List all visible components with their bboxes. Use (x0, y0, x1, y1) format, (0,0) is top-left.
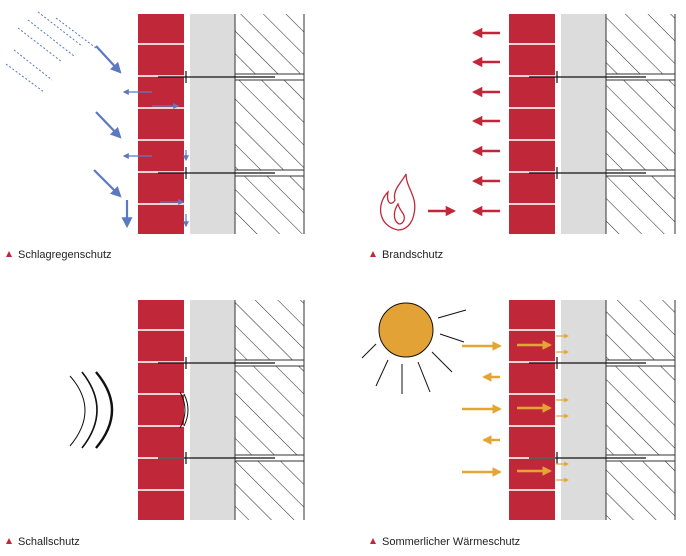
panel-rain (5, 11, 305, 234)
caption-rain: Schlagregenschutz (6, 249, 112, 261)
wall-section (509, 300, 676, 520)
rain-streaks (5, 11, 97, 93)
caption-heat-text: Sommerlicher Wärmeschutz (382, 536, 521, 548)
rain-splash-arrows (122, 89, 189, 228)
caption-sound-text: Schallschutz (18, 536, 80, 548)
fire-arrows (428, 27, 500, 217)
flame-icon (379, 173, 416, 231)
caption-fire: Brandschutz (370, 249, 443, 261)
sound-waves (69, 371, 189, 449)
heat-arrows (462, 340, 552, 477)
wall-section (138, 300, 305, 520)
caption-rain-text: Schlagregenschutz (18, 249, 112, 261)
caption-heat: Sommerlicher Wärmeschutz (370, 536, 520, 548)
rain-arrows (93, 45, 133, 229)
panel-heat (361, 300, 676, 520)
heat-small-arrows (556, 333, 569, 483)
panel-sound (69, 300, 305, 520)
wall-section (509, 14, 676, 234)
sun-icon (361, 302, 467, 394)
triangle-marker-icon (6, 251, 12, 257)
caption-fire-text: Brandschutz (382, 249, 444, 261)
triangle-marker-icon (6, 538, 12, 544)
panel-fire (379, 14, 676, 234)
wall-section (138, 14, 305, 234)
caption-sound: Schallschutz (6, 536, 80, 548)
triangle-marker-icon (370, 251, 376, 257)
triangle-marker-icon (370, 538, 376, 544)
